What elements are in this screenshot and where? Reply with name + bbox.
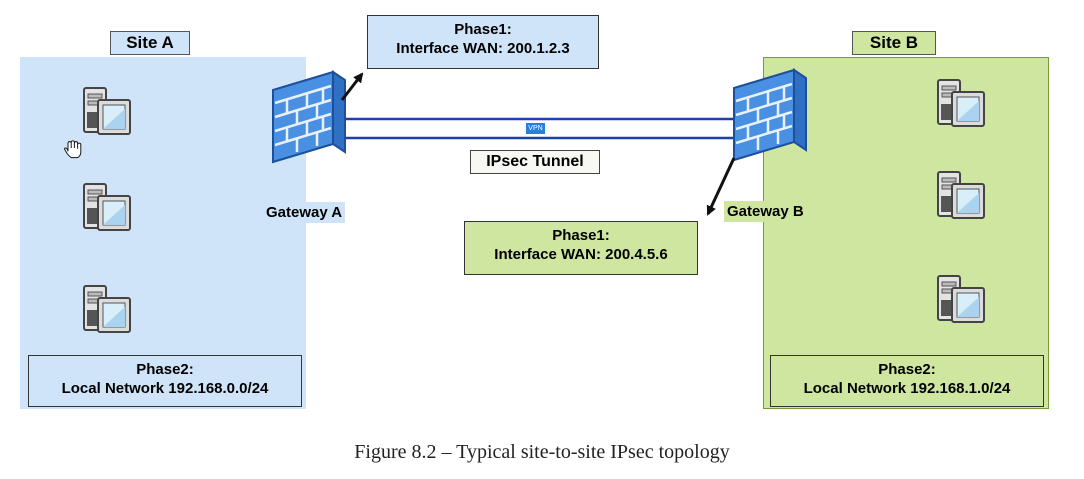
server-computer-icon <box>937 79 985 127</box>
phase2-title-b: Phase2: <box>878 361 936 378</box>
phase1-box-b: Phase1: Interface WAN: 200.4.5.6 <box>464 221 698 275</box>
phase2-detail-b: Local Network 192.168.1.0/24 <box>803 380 1011 397</box>
firewall-icon <box>732 68 808 162</box>
phase2-title-a: Phase2: <box>136 361 194 378</box>
phase1-title-b: Phase1: <box>552 227 610 244</box>
site-b-area <box>763 57 1049 409</box>
arrow-to-phase1-b <box>706 157 736 216</box>
server-computer-icon <box>83 285 131 333</box>
hand-cursor-icon <box>64 140 82 159</box>
phase2-detail-a: Local Network 192.168.0.0/24 <box>61 380 269 397</box>
arrow-to-phase1-a <box>340 72 364 101</box>
server-computer-icon <box>83 183 131 231</box>
phase2-box-b: Phase2: Local Network 192.168.1.0/24 <box>770 355 1044 407</box>
firewall-icon <box>271 70 347 164</box>
ipsec-tunnel-label: IPsec Tunnel <box>470 150 600 174</box>
server-computer-icon <box>937 171 985 219</box>
phase1-detail-b: Interface WAN: 200.4.5.6 <box>494 246 668 263</box>
site-a-label: Site A <box>110 31 190 55</box>
gateway-a-label: Gateway A <box>263 202 346 223</box>
phase1-detail-a: Interface WAN: 200.1.2.3 <box>396 40 570 57</box>
site-a-area <box>20 57 306 409</box>
server-computer-icon <box>83 87 131 135</box>
server-computer-icon <box>937 275 985 323</box>
site-b-label: Site B <box>852 31 936 55</box>
vpn-badge: VPN <box>526 123 545 134</box>
phase1-title-a: Phase1: <box>454 21 512 38</box>
figure-caption: Figure 8.2 – Typical site-to-site IPsec … <box>354 441 730 463</box>
phase2-box-a: Phase2: Local Network 192.168.0.0/24 <box>28 355 302 407</box>
phase1-box-a: Phase1: Interface WAN: 200.1.2.3 <box>367 15 599 69</box>
gateway-b-label: Gateway B <box>724 201 807 222</box>
